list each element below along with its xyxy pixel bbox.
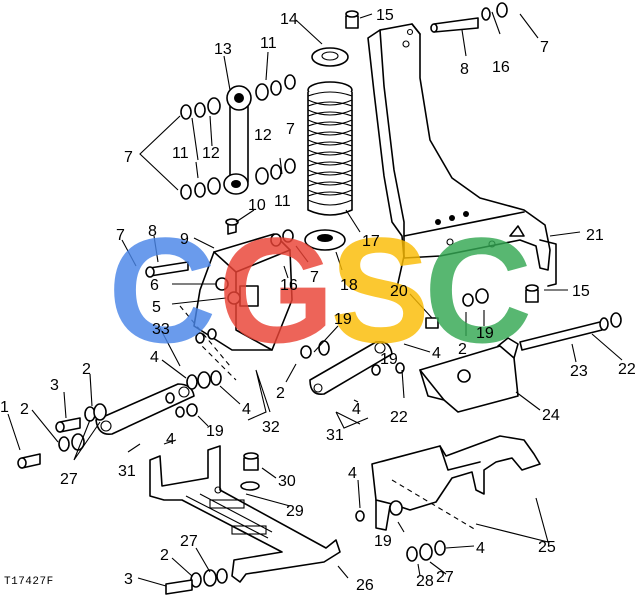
callout-label: 19	[380, 351, 398, 368]
callout-label: 2	[20, 401, 29, 418]
callout-label: 4	[352, 401, 361, 418]
callout-label: 19	[334, 311, 352, 328]
callout-label: 2	[458, 341, 467, 358]
pivot-block	[145, 218, 294, 351]
callout-label: 7	[124, 149, 133, 166]
callout-label: 4	[150, 349, 159, 366]
callout-label: 11	[172, 145, 189, 162]
callout-label: 23	[570, 363, 588, 380]
callout-label: 7	[286, 121, 295, 138]
callout-label: 5	[152, 299, 161, 316]
callout-labels: 14 15 16 7 13 11 8 12 7 7 11 12 11 10 17…	[0, 7, 636, 594]
figure-code: T17427F	[4, 576, 54, 588]
main-bracket	[367, 23, 557, 293]
callout-label: 17	[362, 233, 380, 250]
callout-label: 26	[356, 577, 374, 594]
watermark-letter-c: C	[108, 206, 216, 374]
callout-label: 2	[160, 547, 169, 564]
callout-label: 7	[116, 227, 125, 244]
callout-label: 14	[280, 11, 298, 28]
callout-label: 4	[242, 401, 251, 418]
callout-label: 27	[60, 471, 78, 488]
callout-label: 1	[0, 399, 9, 416]
callout-label: 4	[348, 465, 357, 482]
watermark-letter-s: S	[330, 206, 430, 374]
callout-label: 15	[572, 283, 590, 300]
callout-label: 15	[376, 7, 394, 24]
callout-label: 2	[82, 361, 91, 378]
lower-right-bracket	[355, 435, 541, 562]
callout-label: 10	[248, 197, 266, 214]
watermark-letter-c: C	[424, 206, 532, 374]
callout-label: 19	[374, 533, 392, 550]
callout-label: 12	[202, 145, 220, 162]
callout-label: 30	[278, 473, 296, 490]
callout-label: 12	[254, 127, 272, 144]
callout-label: 29	[286, 503, 304, 520]
callout-label: 24	[542, 407, 560, 424]
link-left	[95, 370, 222, 436]
watermark: C G S C	[108, 206, 532, 374]
callout-label: 31	[326, 427, 344, 444]
callout-label: 31	[118, 463, 136, 480]
callout-label: 4	[432, 345, 441, 362]
callout-label: 16	[492, 59, 510, 76]
callout-label: 2	[276, 385, 285, 402]
callout-label: 8	[460, 61, 469, 78]
callout-label: 22	[390, 409, 408, 426]
callout-label: 3	[124, 571, 133, 588]
callout-label: 27	[436, 569, 454, 586]
top-pin-hardware	[345, 2, 508, 33]
callout-label: 25	[538, 539, 556, 556]
callout-label: 9	[180, 231, 189, 248]
callout-label: 3	[50, 377, 59, 394]
lower-left-bracket	[149, 445, 341, 595]
callout-label: 4	[476, 540, 485, 557]
callout-label: 27	[180, 533, 198, 550]
callout-label: 6	[150, 277, 159, 294]
assembly-line	[195, 339, 237, 381]
watermark-letter-g: G	[218, 206, 335, 374]
callout-label: 8	[148, 223, 157, 240]
left-hardware	[17, 328, 217, 469]
callout-label: 22	[618, 361, 636, 378]
spring-assembly	[304, 47, 353, 251]
callout-label: 11	[274, 193, 291, 210]
callout-label: 20	[390, 283, 408, 300]
callout-label: 19	[206, 423, 224, 440]
callout-label: 21	[586, 227, 604, 244]
callout-label: 7	[540, 39, 549, 56]
callout-label: 28	[416, 573, 434, 590]
pivot-plate-24	[419, 284, 622, 413]
callout-label: 4	[166, 431, 175, 448]
cylinder-assembly	[180, 74, 296, 200]
callout-label: 16	[280, 277, 298, 294]
callout-label: 11	[260, 35, 277, 52]
callout-label: 18	[340, 277, 358, 294]
assembly-line	[179, 305, 231, 367]
callout-label: 32	[262, 419, 280, 436]
callout-label: 19	[476, 325, 494, 342]
callout-label: 7	[310, 269, 319, 286]
leader-lines	[7, 11, 623, 587]
callout-label: 13	[214, 41, 232, 58]
callout-label: 33	[152, 321, 170, 338]
